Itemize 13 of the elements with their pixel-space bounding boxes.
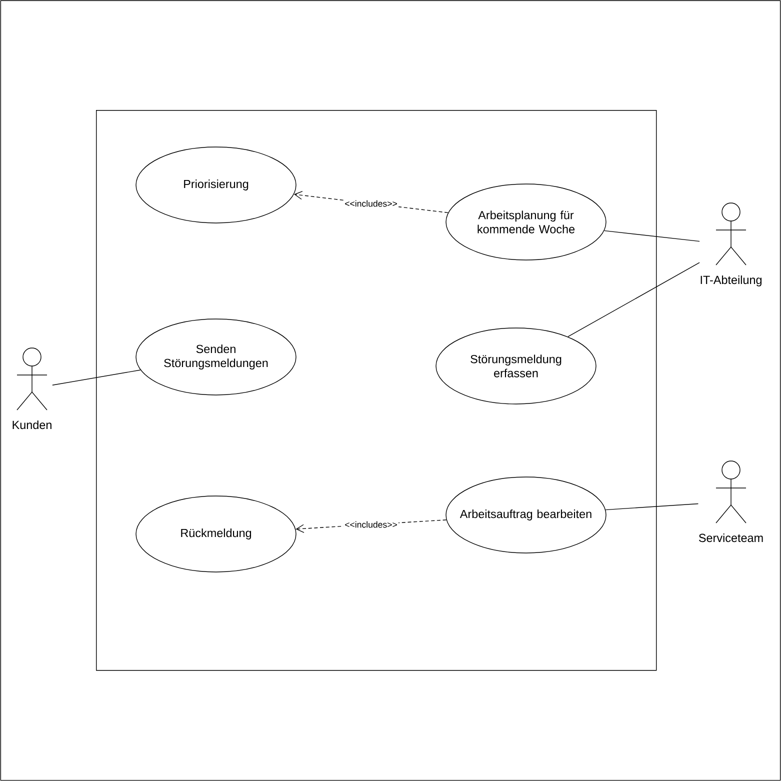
association-line [604, 230, 700, 242]
node-label: Serviceteam [698, 533, 763, 542]
association-line [52, 370, 141, 386]
association-line [605, 503, 699, 510]
association-line [568, 262, 700, 338]
actor: Serviceteam [698, 460, 763, 542]
actor: IT-Abteilung [700, 202, 762, 286]
node-label: Kunden [12, 420, 52, 430]
edge-label: <<includes>> [345, 200, 397, 207]
edge-label: <<includes>> [345, 521, 397, 528]
node-label: IT-Abteilung [700, 275, 762, 286]
actor: Kunden [12, 348, 52, 430]
system-boundary [96, 110, 657, 671]
